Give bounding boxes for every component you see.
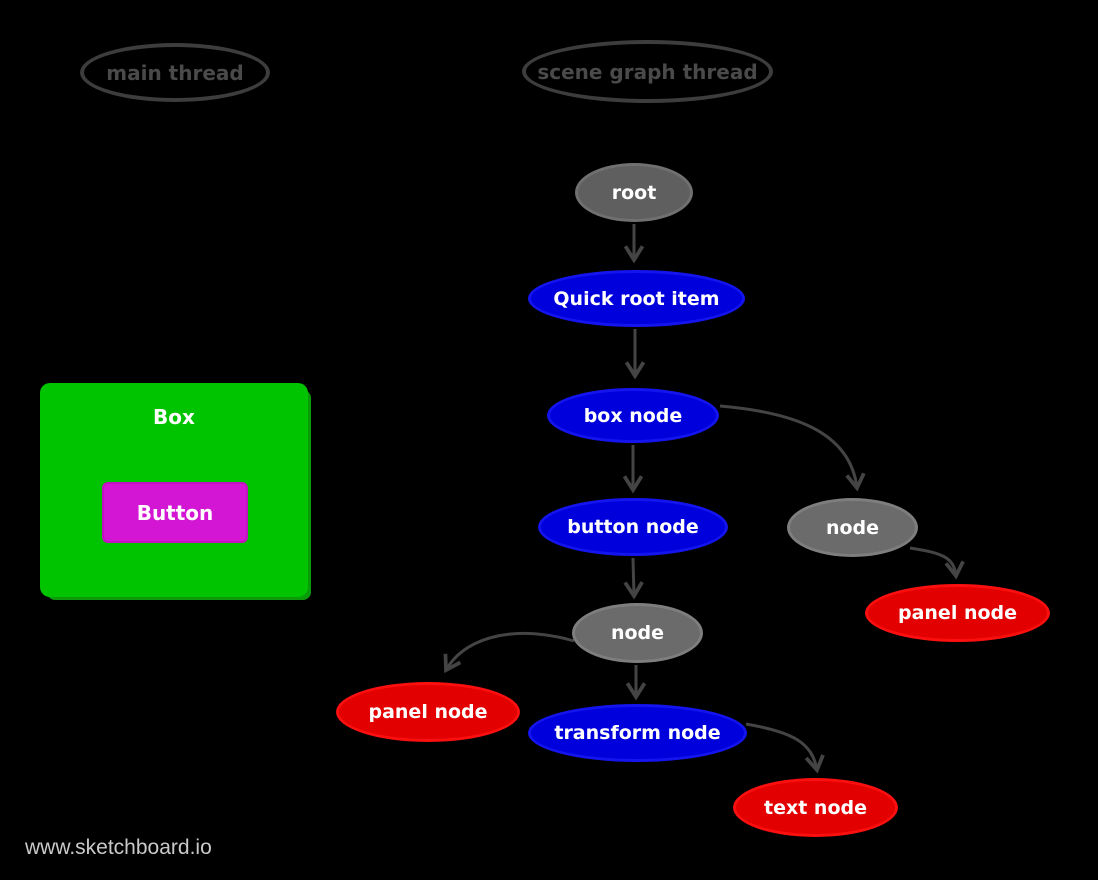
node-right[interactable]: node <box>787 498 918 557</box>
node-quick-root-item-label: Quick root item <box>553 287 720 310</box>
node-panel-node-right[interactable]: panel node <box>865 584 1050 642</box>
node-text-node[interactable]: text node <box>733 778 898 837</box>
node-quick-root-item[interactable]: Quick root item <box>528 270 745 327</box>
box-label: Box <box>153 405 195 429</box>
node-transform-node-label: transform node <box>554 722 721 744</box>
edge-node-right-to-panel-node-right <box>909 546 965 580</box>
node-middle[interactable]: node <box>572 603 703 663</box>
node-middle-label: node <box>610 622 665 644</box>
lane-scene-graph-thread[interactable]: scene graph thread <box>522 40 773 103</box>
node-box-node[interactable]: box node <box>547 388 719 443</box>
lane-main-thread[interactable]: main thread <box>80 43 270 102</box>
node-right-label: node <box>825 516 880 539</box>
node-root[interactable]: root <box>575 163 693 222</box>
button-shape[interactable]: Button <box>102 482 248 543</box>
node-root-label: root <box>611 181 657 204</box>
node-transform-node[interactable]: transform node <box>528 704 747 762</box>
button-label: Button <box>136 500 214 525</box>
edge-box-node-to-node-right <box>719 404 866 492</box>
edge-transform-node-to-text-node <box>745 722 825 774</box>
edge-button-node-to-node-middle <box>623 557 644 600</box>
watermark: www.sketchboard.io <box>25 836 212 859</box>
box-shape[interactable]: Box Button <box>40 383 308 597</box>
lane-main-thread-label: main thread <box>106 60 244 85</box>
node-box-node-label: box node <box>583 404 683 427</box>
lane-scene-graph-thread-label: scene graph thread <box>537 59 758 84</box>
node-button-node-label: button node <box>567 516 699 538</box>
node-text-node-label: text node <box>764 796 867 819</box>
node-panel-node-left[interactable]: panel node <box>336 682 520 742</box>
node-panel-node-right-label: panel node <box>897 602 1018 624</box>
edge-node-middle-to-panel-node-left <box>443 631 575 674</box>
node-panel-node-left-label: panel node <box>368 701 488 723</box>
node-button-node[interactable]: button node <box>538 498 728 556</box>
